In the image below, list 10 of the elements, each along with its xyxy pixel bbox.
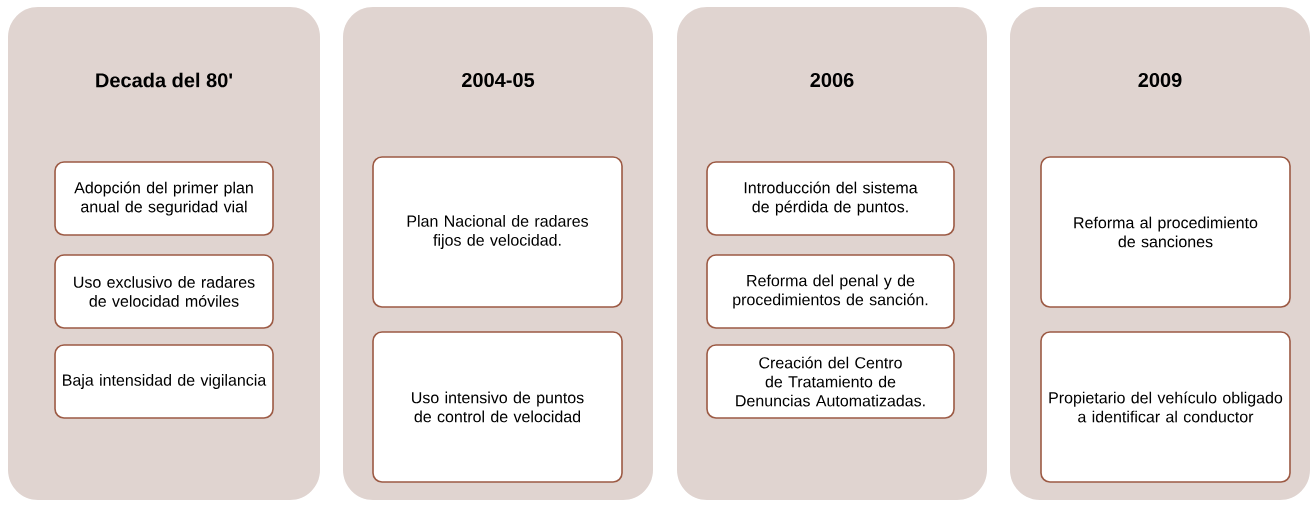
event-box: Reforma al procedimiento de sanciones [1040, 156, 1291, 308]
event-box: Uso intensivo de puntos de control de velocidad [372, 331, 623, 483]
event-box: Creación del Centro de Tratamiento de Denuncias Automatizadas. [706, 344, 955, 419]
event-box: Adopción del primer plan anual de seguridad vial [54, 161, 274, 236]
event-box: Introducción del sistema de pérdida de puntos. [706, 161, 955, 236]
event-box: Propietario del vehículo obligado a identificar al conductor [1040, 331, 1291, 483]
event-box: Baja intensidad de vigilancia [54, 344, 274, 419]
event-box: Plan Nacional de radares fijos de velocidad. [372, 156, 623, 308]
event-box: Uso exclusivo de radares de velocidad móviles [54, 254, 274, 329]
event-box: Reforma del penal y de procedimientos de sanción. [706, 254, 955, 329]
